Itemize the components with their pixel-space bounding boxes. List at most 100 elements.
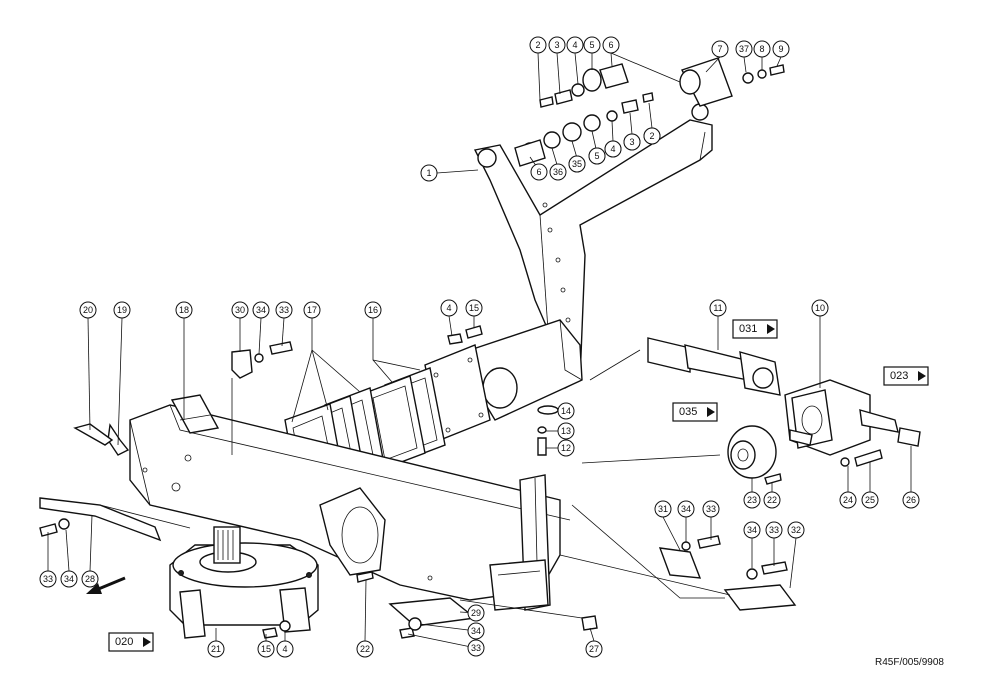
callout: 5 xyxy=(588,147,606,165)
callout: 11 xyxy=(709,299,727,317)
callout: 4 xyxy=(276,640,294,658)
side-bracket-28 xyxy=(39,497,162,542)
callout: 17 xyxy=(303,301,321,319)
svg-text:21: 21 xyxy=(211,644,221,654)
callout: 26 xyxy=(902,491,920,509)
document-code: R45F/005/9908 xyxy=(875,657,944,668)
svg-text:36: 36 xyxy=(553,167,563,177)
svg-text:16: 16 xyxy=(368,305,378,315)
svg-text:2: 2 xyxy=(535,40,540,50)
svg-text:7: 7 xyxy=(717,44,722,54)
svg-text:13: 13 xyxy=(561,426,571,436)
svg-text:10: 10 xyxy=(815,303,825,313)
direction-arrow xyxy=(86,576,126,594)
callout: 24 xyxy=(839,491,857,509)
leader-lines xyxy=(47,52,912,649)
svg-text:34: 34 xyxy=(681,504,691,514)
svg-text:3: 3 xyxy=(629,137,634,147)
ref-box-label: 023 xyxy=(890,370,908,382)
callout: 4 xyxy=(604,140,622,158)
callout: 20 xyxy=(79,301,97,319)
ref-box-031: 031 xyxy=(732,319,778,339)
callout: 4 xyxy=(566,36,584,54)
callout: 33 xyxy=(39,570,57,588)
callout: 2 xyxy=(643,127,661,145)
svg-text:23: 23 xyxy=(747,495,757,505)
svg-text:5: 5 xyxy=(589,40,594,50)
svg-text:6: 6 xyxy=(608,40,613,50)
callout: 12 xyxy=(557,439,575,457)
callout: 32 xyxy=(787,521,805,539)
svg-text:1: 1 xyxy=(426,168,431,178)
callout: 35 xyxy=(568,155,586,173)
svg-text:33: 33 xyxy=(279,305,289,315)
callout: 8 xyxy=(753,40,771,58)
svg-text:34: 34 xyxy=(471,626,481,636)
ref-box-label: 020 xyxy=(115,636,133,648)
callout: 6 xyxy=(530,163,548,181)
callout: 9 xyxy=(772,40,790,58)
svg-text:2: 2 xyxy=(649,131,654,141)
callout: 19 xyxy=(113,301,131,319)
svg-text:19: 19 xyxy=(117,305,127,315)
ref-box-020: 020 xyxy=(108,632,154,652)
callout: 7 xyxy=(711,40,729,58)
ref-box-023: 023 xyxy=(883,366,929,386)
callout: 34 xyxy=(60,570,78,588)
callout: 33 xyxy=(702,500,720,518)
svg-text:33: 33 xyxy=(471,643,481,653)
ref-box-label: 035 xyxy=(679,406,697,418)
svg-text:34: 34 xyxy=(64,574,74,584)
bracket-31 xyxy=(658,547,702,579)
callout: 28 xyxy=(81,570,99,588)
angle-gearbox xyxy=(784,379,921,456)
callout: 34 xyxy=(252,301,270,319)
bracket-32 xyxy=(723,584,797,611)
svg-text:29: 29 xyxy=(471,608,481,618)
svg-text:18: 18 xyxy=(179,305,189,315)
svg-text:35: 35 xyxy=(572,159,582,169)
callout: 37 xyxy=(735,40,753,58)
callout: 1 xyxy=(420,164,438,182)
svg-text:27: 27 xyxy=(589,644,599,654)
svg-text:33: 33 xyxy=(769,525,779,535)
svg-text:15: 15 xyxy=(469,303,479,313)
callout: 29 xyxy=(467,604,485,622)
svg-text:15: 15 xyxy=(261,644,271,654)
callout: 34 xyxy=(677,500,695,518)
svg-text:24: 24 xyxy=(843,495,853,505)
bracket-30 xyxy=(231,349,253,379)
svg-text:4: 4 xyxy=(610,144,615,154)
callout: 22 xyxy=(356,640,374,658)
callout: 18 xyxy=(175,301,193,319)
svg-text:4: 4 xyxy=(282,644,287,654)
callout: 15 xyxy=(465,299,483,317)
callout: 33 xyxy=(275,301,293,319)
svg-text:6: 6 xyxy=(536,167,541,177)
callout: 3 xyxy=(623,133,641,151)
svg-text:3: 3 xyxy=(554,40,559,50)
svg-text:4: 4 xyxy=(446,303,451,313)
callout: 34 xyxy=(743,521,761,539)
callout: 22 xyxy=(763,491,781,509)
callout: 30 xyxy=(231,301,249,319)
callout: 14 xyxy=(557,402,575,420)
callout: 3 xyxy=(548,36,566,54)
pulley xyxy=(727,425,777,479)
gearbox xyxy=(169,526,319,639)
callout: 21 xyxy=(207,640,225,658)
callout: 27 xyxy=(585,640,603,658)
callout: 10 xyxy=(811,299,829,317)
main-frame-beam xyxy=(129,394,571,611)
svg-text:4: 4 xyxy=(572,40,577,50)
svg-text:28: 28 xyxy=(85,574,95,584)
callout: 13 xyxy=(557,422,575,440)
svg-text:22: 22 xyxy=(767,495,777,505)
svg-text:12: 12 xyxy=(561,443,571,453)
callout: 4 xyxy=(440,299,458,317)
svg-text:34: 34 xyxy=(256,305,266,315)
svg-text:17: 17 xyxy=(307,305,317,315)
callout: 33 xyxy=(765,521,783,539)
callout: 36 xyxy=(549,163,567,181)
